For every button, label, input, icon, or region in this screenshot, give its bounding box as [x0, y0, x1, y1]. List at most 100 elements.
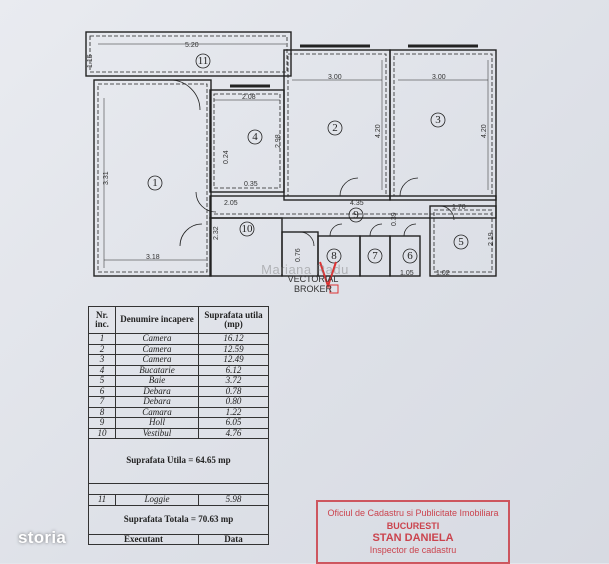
table-header: Nr. inc. Denumire incapere Suprafata uti…: [88, 306, 269, 334]
cell-name: Debara: [115, 385, 199, 397]
stamp-line2: BUCURESTI: [386, 521, 440, 531]
cell-nr: 10: [88, 427, 116, 439]
cell-name: Debara: [115, 396, 199, 408]
dim-hall-right: 1.70: [452, 204, 466, 211]
storia-logo: storia: [18, 528, 67, 547]
cell-name: Holl: [115, 417, 199, 429]
room-number-8: 8: [331, 250, 337, 262]
room-number-3: 3: [435, 114, 441, 126]
dim-r2-height: 4.20: [375, 124, 382, 138]
cell-name: Bucatarie: [115, 364, 199, 376]
cell-nr: 8: [88, 406, 116, 418]
room-labels: 11 1 4 2 3 9 10 8 7 6 5: [147, 53, 469, 264]
dim-r2-width: 3.00: [328, 74, 342, 81]
cell-name: Camera: [115, 354, 199, 366]
room-number-4: 4: [252, 131, 258, 143]
dim-r1-height: 3.31: [103, 171, 110, 185]
dim-r4-height: 2.98: [275, 134, 282, 148]
summary-totala: Suprafata Totala = 70.63 mp: [88, 504, 269, 535]
dim-bottom-b: 1.02: [436, 270, 450, 277]
dim-r3-height: 4.20: [481, 124, 488, 138]
dim-r5-height: 2.19: [488, 232, 495, 246]
cell-area: 1.22: [198, 406, 269, 418]
dim-r3-width: 3.00: [432, 74, 446, 81]
dim-small-b: 0.35: [244, 181, 258, 188]
cell-area: 3.72: [198, 375, 269, 387]
summary-totala-row: Suprafata Totala = 70.63 mp: [88, 504, 269, 535]
cell-nr: 9: [88, 417, 116, 429]
cell-name: Loggie: [115, 494, 199, 506]
dim-r1-bottom: 3.18: [146, 254, 160, 261]
room-1-outline: [93, 79, 212, 277]
cell-area: 12.59: [198, 343, 269, 355]
footer-row: Executant Data: [88, 533, 269, 545]
room-number-10: 10: [242, 223, 254, 235]
dim-closet-b: 0.39: [391, 212, 398, 226]
stamp-line1: Oficiul de Cadastru si Publicitate Imobi…: [327, 508, 499, 518]
cell-area: 6.12: [198, 364, 269, 376]
room-table: Nr. inc. Denumire incapere Suprafata uti…: [88, 306, 269, 545]
dim-hall-left: 2.05: [224, 200, 238, 207]
header-name: Denumire incapere: [115, 306, 199, 334]
floor-plan: 11 1 4 2 3 9 10 8 7 6 5 5.20 1.15 3.: [85, 31, 497, 294]
cell-nr: 4: [88, 364, 116, 376]
room-number-6: 6: [407, 250, 413, 262]
dim-small-a: 0.24: [223, 150, 230, 164]
cell-area: 12.49: [198, 354, 269, 366]
dim-hall-center: 4.35: [350, 200, 364, 207]
room-number-5: 5: [458, 236, 464, 248]
cell-name: Baie: [115, 375, 199, 387]
cell-nr: 7: [88, 396, 116, 408]
cell-name: Camara: [115, 406, 199, 418]
room-number-7: 7: [372, 250, 378, 262]
broker-logo-line2: BROKER: [293, 284, 332, 294]
cell-nr: 2: [88, 343, 116, 355]
cell-area: 0.78: [198, 385, 269, 397]
cell-nr: 3: [88, 354, 116, 366]
cell-area: 4.76: [198, 427, 269, 439]
cell-area: 16.12: [198, 333, 269, 345]
dim-closet-a: 0.76: [295, 248, 302, 262]
dim-r4-width: 2.08: [242, 94, 256, 101]
dim-top-width: 5.20: [185, 42, 199, 49]
broker-logo-mark: [319, 261, 339, 294]
summary-utila-row: Suprafata Utila = 64.65 mp: [88, 438, 269, 484]
cell-nr: 6: [88, 385, 116, 397]
cell-area: 0.80: [198, 396, 269, 408]
watermark: Mariana Radu: [261, 262, 349, 277]
cell-name: Vestibul: [115, 427, 199, 439]
dimension-labels: 5.20 1.15 3.00 3.00 3.31 2.08 2.98 4.20 …: [87, 42, 495, 277]
broker-logo-line1: VECTORIAL: [287, 274, 339, 284]
cell-nr: 11: [88, 494, 116, 506]
room-number-2: 2: [332, 122, 338, 134]
header-nr: Nr. inc.: [88, 306, 116, 334]
cell-nr: 1: [88, 333, 116, 345]
footer-data: Data: [198, 533, 269, 545]
dim-bottom-a: 1.05: [400, 270, 414, 277]
cell-nr: 5: [88, 375, 116, 387]
cadastre-stamp: Oficiul de Cadastru si Publicitate Imobi…: [316, 500, 510, 564]
broker-logo: VECTORIAL BROKER: [278, 274, 348, 294]
cell-name: Camera: [115, 343, 199, 355]
cell-area: 6.05: [198, 417, 269, 429]
stamp-line4: Inspector de cadastru: [369, 545, 457, 555]
footer-executant: Executant: [88, 533, 199, 545]
summary-utila: Suprafata Utila = 64.65 mp: [88, 438, 269, 484]
room-number-1: 1: [152, 177, 158, 189]
cell-name: Camera: [115, 333, 199, 345]
dim-r10-height: 2.32: [213, 226, 220, 240]
loggia-outline: [85, 31, 292, 77]
stamp-line3: STAN DANIELA: [372, 532, 454, 544]
